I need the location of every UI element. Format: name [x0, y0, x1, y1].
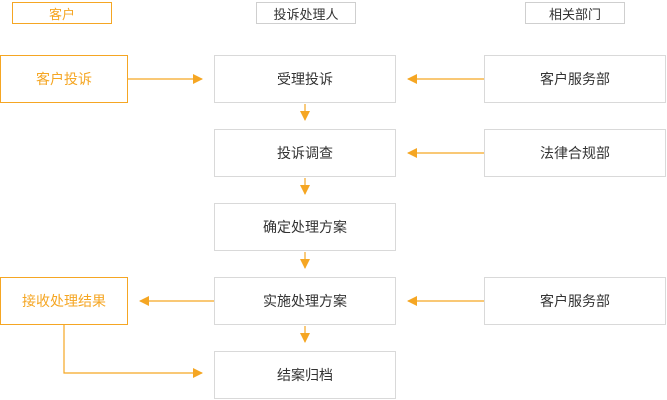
step-archive: 结案归档	[214, 351, 396, 399]
step-accept-complaint: 受理投诉	[214, 55, 396, 103]
step-implement-plan: 实施处理方案	[214, 277, 396, 325]
step-investigate-complaint: 投诉调查	[214, 129, 396, 177]
dept-legal-compliance: 法律合规部	[484, 129, 666, 177]
lane-header-departments: 相关部门	[525, 2, 625, 24]
lane-header-customer: 客户	[12, 2, 112, 24]
arrow-receive-to-archive	[63, 325, 203, 378]
step-receive-result: 接收处理结果	[0, 277, 128, 325]
step-decide-plan: 确定处理方案	[214, 203, 396, 251]
dept-customer-service-1: 客户服务部	[484, 55, 666, 103]
step-customer-complaint: 客户投诉	[0, 55, 128, 103]
lane-header-handler: 投诉处理人	[256, 2, 356, 24]
dept-customer-service-2: 客户服务部	[484, 277, 666, 325]
